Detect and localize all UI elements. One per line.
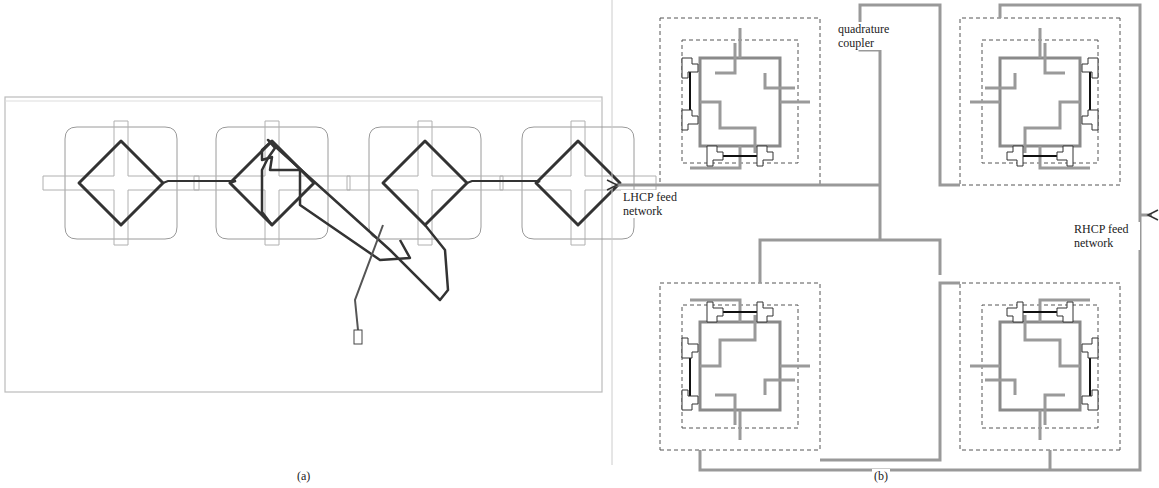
component-label: quadrature coupler xyxy=(836,22,910,50)
panel-label: (b) xyxy=(872,469,890,483)
feed-label: LHCP feed network xyxy=(621,190,689,218)
feed-label: RHCP feed network xyxy=(1072,222,1140,250)
panel-label: (a) xyxy=(295,469,312,483)
